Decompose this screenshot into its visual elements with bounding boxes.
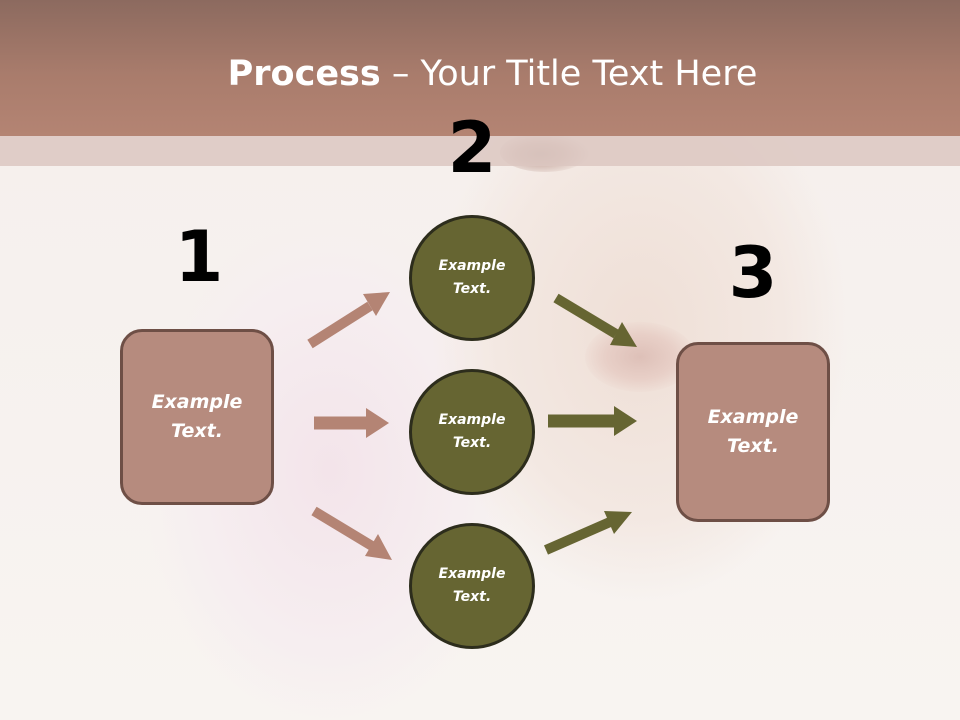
step-2-number: 2 xyxy=(447,107,497,189)
step-2-circle-middle: Example Text. xyxy=(409,369,535,495)
step-1-label: Example Text. xyxy=(151,391,243,442)
slide-title: Process – Your Title Text Here xyxy=(0,52,960,96)
step-2-label-middle: Example Text. xyxy=(438,412,506,451)
step-2-circle-top: Example Text. xyxy=(409,215,535,341)
step-3-label: Example Text. xyxy=(707,406,799,457)
step-2-label-top: Example Text. xyxy=(438,258,506,297)
step-3-box: Example Text. xyxy=(676,342,830,522)
arrow-top-to-step3 xyxy=(553,293,637,347)
step-2-label-bottom: Example Text. xyxy=(438,566,506,605)
arrow-step1-to-bottom xyxy=(311,506,392,560)
arrow-step1-to-top xyxy=(307,292,390,349)
step-2-circle-bottom: Example Text. xyxy=(409,523,535,649)
step-1-number: 1 xyxy=(174,216,224,298)
title-bold: Process xyxy=(227,54,381,94)
step-1-box: Example Text. xyxy=(120,329,274,505)
arrow-middle-to-step3 xyxy=(548,406,637,436)
step-3-number: 3 xyxy=(728,232,778,314)
title-rest: – Your Title Text Here xyxy=(380,54,758,94)
arrow-bottom-to-step3 xyxy=(543,511,632,555)
title-bar-band xyxy=(0,136,960,166)
title-bar xyxy=(0,0,960,136)
arrow-step1-to-middle xyxy=(314,408,389,438)
